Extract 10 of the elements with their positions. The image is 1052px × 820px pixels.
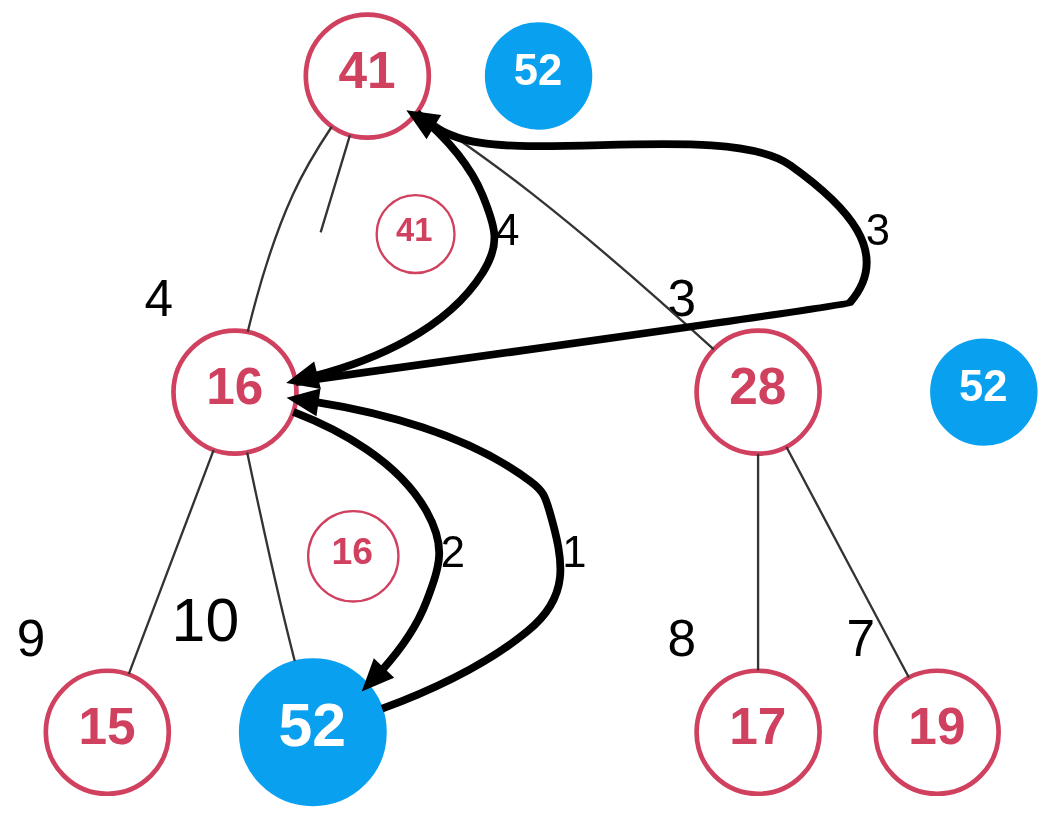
edge-label: 4 [494, 205, 520, 254]
node-label: 3 [667, 268, 696, 327]
node-label: 7 [846, 608, 875, 667]
node-label: 9 [16, 608, 45, 667]
node-label: 4 [143, 268, 173, 327]
node-label: 10 [171, 585, 239, 654]
edge-label: 3 [865, 205, 890, 254]
edge-label: 2 [440, 528, 465, 577]
node-label: 8 [667, 608, 696, 667]
edge-label: 1 [561, 528, 586, 577]
